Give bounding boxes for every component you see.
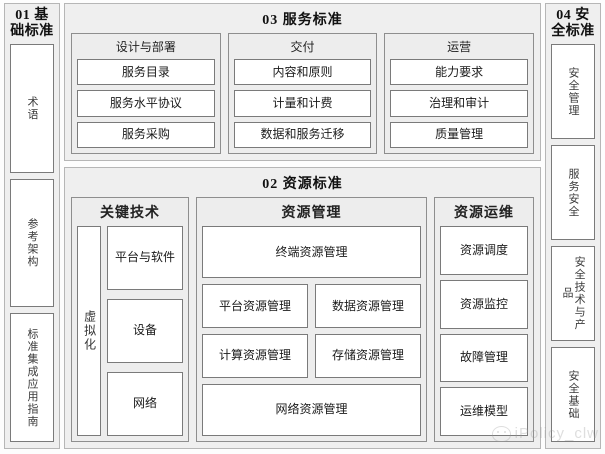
group-key-technologies: 关键技术 虚拟化 平台与软件 设备 网络	[71, 197, 189, 442]
item-equipment[interactable]: 设备	[107, 299, 183, 363]
resource-management-row-1: 平台资源管理 数据资源管理	[202, 284, 421, 328]
item-virtualization[interactable]: 虚拟化	[77, 226, 101, 436]
item-data-and-service-migration[interactable]: 数据和服务迁移	[233, 121, 372, 148]
resource-management-row-2: 计算资源管理 存储资源管理	[202, 334, 421, 378]
section-service-standards-title: 03 服务标准	[262, 13, 343, 28]
item-data-resource-management[interactable]: 数据资源管理	[315, 284, 421, 328]
item-platform-and-software[interactable]: 平台与软件	[107, 226, 183, 290]
item-standards-integration-guide[interactable]: 标准集成应用指南	[10, 313, 54, 442]
column-basic-standards-title: 01 基础标准	[10, 8, 54, 39]
section-resource-standards-title: 02 资源标准	[262, 177, 343, 192]
group-design-and-deploy: 设计与部署 服务目录 服务水平协议 服务采购	[71, 33, 221, 154]
item-network-resource-management[interactable]: 网络资源管理	[202, 383, 421, 436]
item-content-and-principles[interactable]: 内容和原则	[233, 59, 372, 86]
item-metering-and-billing[interactable]: 计量和计费	[233, 90, 372, 117]
item-terminal-resource-management[interactable]: 终端资源管理	[202, 226, 421, 279]
group-operations: 运营 能力要求 治理和审计 质量管理	[384, 33, 535, 154]
item-capability-requirements[interactable]: 能力要求	[390, 59, 529, 86]
item-fault-management[interactable]: 故障管理	[440, 333, 528, 383]
group-delivery: 交付 内容和原则 计量和计费 数据和服务迁移	[227, 33, 378, 154]
item-security-management[interactable]: 安全管理	[551, 44, 595, 140]
item-terminology[interactable]: 术语	[10, 44, 54, 173]
item-network[interactable]: 网络	[107, 372, 183, 436]
item-service-procurement[interactable]: 服务采购	[77, 121, 215, 148]
item-operations-model[interactable]: 运维模型	[440, 387, 528, 436]
section-resource-standards: 02 资源标准 关键技术 虚拟化 平台与软件 设备 网络	[64, 167, 541, 449]
column-security-standards: 04 安全标准 安全管理 服务安全 安全技术与产品 安全基础	[545, 3, 601, 449]
section-service-standards: 03 服务标准 设计与部署 服务目录 服务水平协议 服务采购 交付 内容和原则 …	[64, 3, 541, 161]
item-platform-resource-management[interactable]: 平台资源管理	[202, 284, 308, 328]
item-storage-resource-management[interactable]: 存储资源管理	[315, 334, 421, 378]
section-resource-standards-body: 关键技术 虚拟化 平台与软件 设备 网络 资源管理 终端资源管理	[71, 197, 534, 442]
item-service-level-agreement[interactable]: 服务水平协议	[77, 90, 215, 117]
group-delivery-items: 内容和原则 计量和计费 数据和服务迁移	[233, 59, 372, 148]
group-resource-management-title: 资源管理	[281, 206, 342, 221]
group-operations-title: 运营	[447, 40, 472, 54]
item-service-catalog[interactable]: 服务目录	[77, 59, 215, 86]
item-quality-management[interactable]: 质量管理	[390, 121, 529, 148]
item-security-foundation[interactable]: 安全基础	[551, 347, 595, 443]
item-governance-and-audit[interactable]: 治理和审计	[390, 90, 529, 117]
group-resource-management: 资源管理 终端资源管理 平台资源管理 数据资源管理 计算资源管理 存储资源管理 …	[196, 197, 427, 442]
group-key-technologies-title: 关键技术	[100, 206, 160, 221]
item-resource-scheduling[interactable]: 资源调度	[440, 226, 528, 275]
group-operations-items: 能力要求 治理和审计 质量管理	[390, 59, 529, 148]
group-resource-operations-title: 资源运维	[454, 206, 514, 221]
group-design-and-deploy-items: 服务目录 服务水平协议 服务采购	[77, 59, 215, 148]
item-service-security[interactable]: 服务安全	[551, 145, 595, 241]
item-reference-architecture[interactable]: 参考架构	[10, 178, 54, 308]
column-basic-standards: 01 基础标准 术语 参考架构 标准集成应用指南	[4, 3, 60, 449]
key-technologies-stack: 平台与软件 设备 网络	[107, 226, 183, 436]
column-security-standards-items: 安全管理 服务安全 安全技术与产品 安全基础	[551, 44, 595, 443]
group-resource-operations-items: 资源调度 资源监控 故障管理 运维模型	[440, 226, 528, 436]
group-key-technologies-body: 虚拟化 平台与软件 设备 网络	[77, 226, 183, 436]
column-security-standards-title: 04 安全标准	[551, 8, 595, 39]
center-column: 03 服务标准 设计与部署 服务目录 服务水平协议 服务采购 交付 内容和原则 …	[64, 3, 541, 449]
group-resource-management-body: 终端资源管理 平台资源管理 数据资源管理 计算资源管理 存储资源管理 网络资源管…	[202, 226, 421, 436]
group-delivery-title: 交付	[290, 40, 315, 54]
item-resource-monitoring[interactable]: 资源监控	[440, 279, 528, 329]
item-computing-resource-management[interactable]: 计算资源管理	[202, 334, 308, 378]
section-service-standards-body: 设计与部署 服务目录 服务水平协议 服务采购 交付 内容和原则 计量和计费 数据…	[71, 33, 535, 154]
column-basic-standards-items: 术语 参考架构 标准集成应用指南	[10, 44, 54, 442]
group-design-and-deploy-title: 设计与部署	[115, 40, 176, 54]
item-security-technology-and-products[interactable]: 安全技术与产品	[551, 246, 595, 342]
group-resource-operations: 资源运维 资源调度 资源监控 故障管理 运维模型	[434, 197, 534, 442]
